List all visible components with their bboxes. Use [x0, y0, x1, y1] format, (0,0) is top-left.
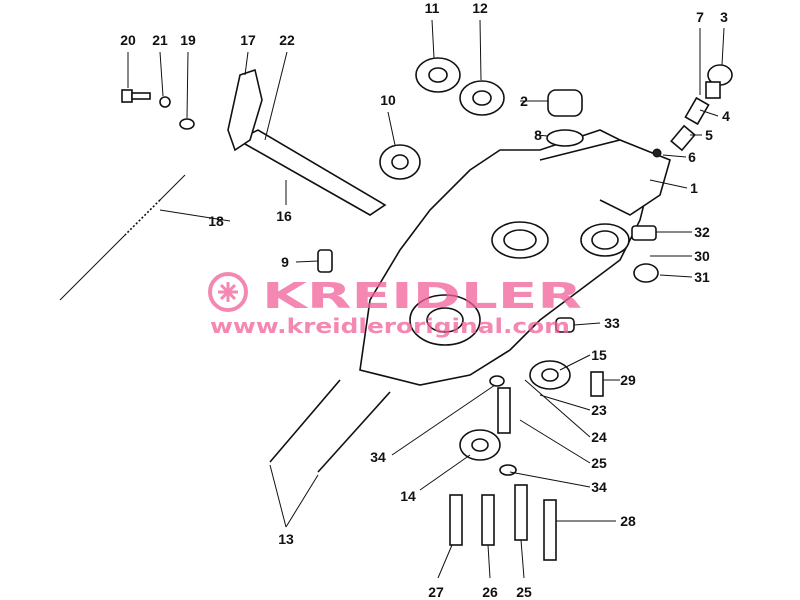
- label-9: 9: [281, 254, 289, 270]
- label-27: 27: [428, 584, 444, 600]
- label-11: 11: [425, 0, 440, 16]
- screw-32: [631, 225, 657, 241]
- label-2: 2: [520, 93, 528, 109]
- seal-14: [459, 429, 501, 461]
- label-32: 32: [694, 224, 710, 240]
- washer-19: [179, 118, 195, 130]
- label-4: 4: [722, 108, 730, 124]
- studs-13: [269, 379, 391, 473]
- label-30: 30: [694, 248, 710, 264]
- clip-21: [159, 96, 171, 108]
- label-18: 18: [208, 213, 224, 229]
- label-26: 26: [482, 584, 498, 600]
- spring-5: [670, 124, 696, 152]
- screw-31: [633, 263, 659, 283]
- shaft-16: [227, 68, 387, 216]
- label-33: 33: [604, 315, 620, 331]
- label-34: 34: [591, 479, 607, 495]
- seal-15: [529, 360, 571, 390]
- label-24: 24: [591, 429, 607, 445]
- watermark-brand: KREIDLER: [262, 276, 582, 317]
- bearing-11: [415, 57, 461, 93]
- label-17: 17: [240, 32, 256, 48]
- bearing-12: [459, 80, 505, 116]
- label-3: 3: [720, 9, 728, 25]
- part-labels: 20 21 19 17 22 11 12 7 3 10 2 4 8 5 6 1 …: [120, 0, 730, 600]
- label-10: 10: [380, 92, 396, 108]
- spring-18: [59, 174, 186, 301]
- pin-4: [684, 96, 710, 126]
- sleeve-9: [317, 249, 333, 273]
- bearing-10: [379, 144, 421, 180]
- label-16: 16: [276, 208, 292, 224]
- label-14: 14: [400, 488, 416, 504]
- label-6: 6: [688, 149, 696, 165]
- label-13: 13: [278, 531, 294, 547]
- screw-20: [121, 89, 151, 103]
- label-7: 7: [696, 9, 704, 25]
- label-15: 15: [591, 347, 607, 363]
- label-29: 29: [620, 372, 636, 388]
- ball-6: [652, 148, 662, 158]
- label-8: 8: [534, 127, 542, 143]
- bushing-2: [547, 89, 583, 117]
- label-28: 28: [620, 513, 636, 529]
- label-31: 31: [694, 269, 710, 285]
- ring-8: [546, 129, 584, 147]
- label-34: 34: [370, 449, 386, 465]
- kreidler-watermark: KREIDLER www.kreidleroriginal.com: [208, 272, 582, 338]
- label-25: 25: [591, 455, 607, 471]
- watermark-url: www.kreidleroriginal.com: [210, 314, 570, 338]
- label-20: 20: [120, 32, 136, 48]
- crankcase-housing: [359, 129, 671, 386]
- label-23: 23: [591, 402, 607, 418]
- label-12: 12: [472, 0, 488, 16]
- leader-lines: [127, 19, 725, 579]
- label-1: 1: [690, 180, 698, 196]
- label-22: 22: [279, 32, 295, 48]
- label-21: 21: [152, 32, 168, 48]
- label-19: 19: [180, 32, 196, 48]
- label-5: 5: [705, 127, 713, 143]
- plug-3: [705, 64, 733, 99]
- label-25: 25: [516, 584, 532, 600]
